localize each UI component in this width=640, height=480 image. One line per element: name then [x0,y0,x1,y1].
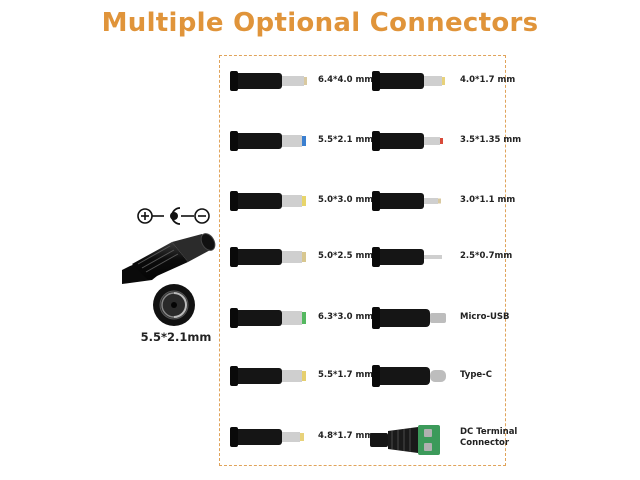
connector-label: 3.5*1.35 mm [460,135,522,145]
connector-label: 6.4*4.0 mm [318,75,374,85]
connector-tip [302,312,306,324]
connector-tip [302,252,306,262]
connector-tip [302,371,306,381]
minus-icon [194,208,210,224]
dc-plug-image [122,233,216,284]
connector-tip [302,136,306,146]
connector-label: 3.0*1.1 mm [460,195,516,205]
connector-label: Type-C [460,370,492,380]
connector-tip [302,196,306,206]
connector-tip [304,77,307,85]
polarity-diagram [137,207,210,225]
connector-label: 4.0*1.7 mm [460,75,516,85]
connector-tip [440,138,443,144]
connector-label: 5.0*2.5 mm [318,251,374,261]
connector-tip [300,433,304,441]
plus-icon [137,208,153,224]
plug-size-label: 5.5*2.1mm [140,330,212,344]
connector-tip [418,425,440,455]
connector-tip [430,370,446,382]
plug-end-view-image [153,284,195,326]
connector-tip [436,255,442,259]
connector-tip [442,77,445,85]
connector-label: Micro-USB [460,312,510,322]
connector-label: 5.5*2.1 mm [318,135,374,145]
center-positive-icon [170,207,181,225]
connector-panel: 6.4*4.0 mm 5.5*2.1 mm 5.0*3.0 mm 5.0*2.5… [219,55,521,466]
connector-tip [430,313,446,323]
connector-label: 6.3*3.0 mm [318,312,374,322]
connector-label: 4.8*1.7 mm [318,431,374,441]
connector-tip [438,198,441,204]
connector-label: 2.5*0.7mm [460,251,513,261]
connector-label: 5.5*1.7 mm [318,370,374,380]
connector-label-line2: Connector [460,438,510,448]
connector-label: DC Terminal [460,427,518,437]
connector-label: 5.0*3.0 mm [318,195,374,205]
page-title: Multiple Optional Connectors [101,8,539,38]
